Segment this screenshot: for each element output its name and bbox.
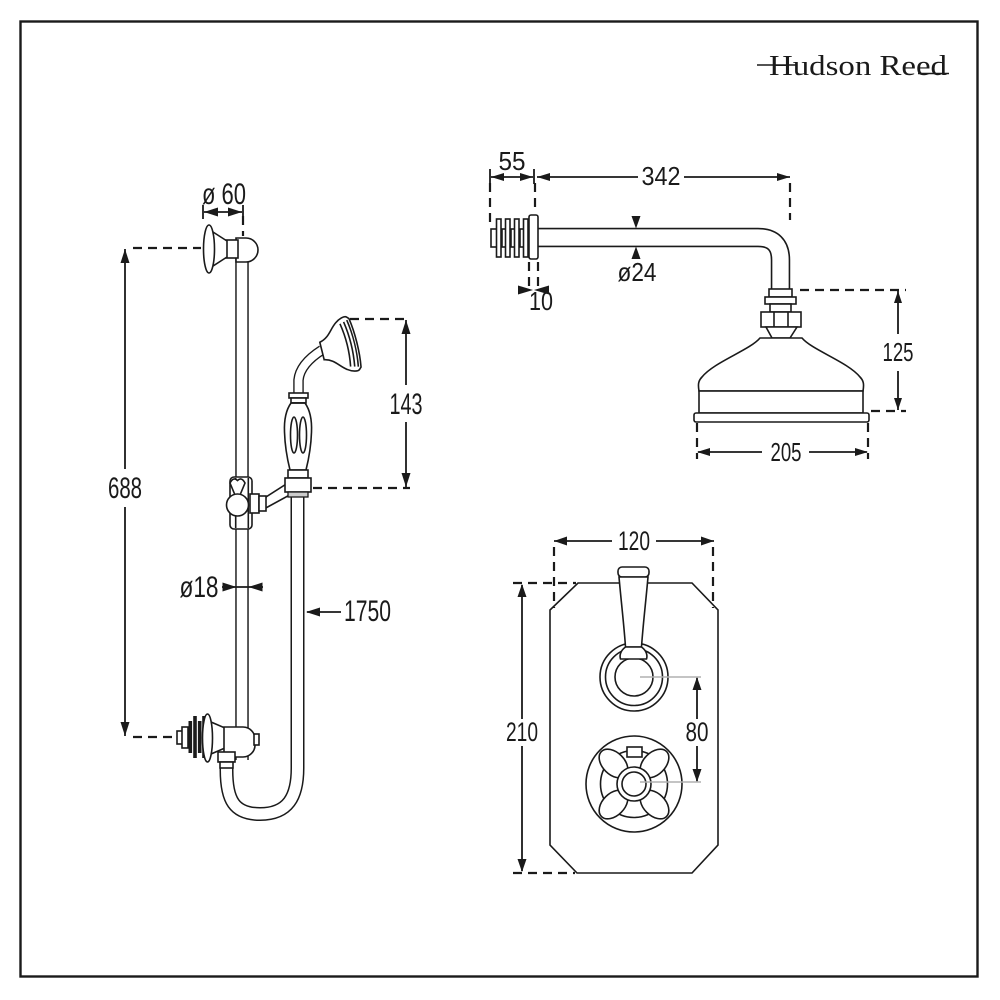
dim-label: 210 [506, 717, 538, 747]
page-border [19, 20, 979, 978]
dim-wall-plate-thickness: 10 [518, 262, 553, 316]
dim-handset-height: 143 [313, 317, 423, 490]
head-rim [693, 412, 870, 423]
dim-arm-length: 342 [537, 161, 792, 220]
dim-label: 1750 [344, 595, 391, 628]
dim-label: 55 [499, 146, 526, 176]
crosshead-control [585, 735, 683, 833]
dim-label: 205 [771, 437, 802, 467]
brand-logo-text: Hudson Reed [769, 50, 948, 82]
dim-label: ø 60 [202, 178, 246, 211]
dim-bracket-flange-diameter: ø 60 [202, 178, 246, 236]
fixed-shower-head [693, 337, 870, 423]
handset-neck-tube [293, 345, 325, 398]
bottom-wall-bracket [176, 713, 260, 769]
slide-rail-kit-drawing: ø 60 688 143 ø18 [108, 178, 423, 822]
dim-label: ø18 [180, 571, 219, 604]
clamp-lever [229, 478, 246, 504]
handset-head [318, 315, 362, 372]
dim-label: 342 [642, 161, 681, 191]
diverter-lever-control [599, 566, 669, 712]
head-connector [760, 288, 802, 339]
handset-shower [283, 315, 362, 498]
clamp-knob [225, 493, 250, 517]
dim-wall-thread-length: 55 [488, 146, 537, 222]
handle-slot [289, 416, 299, 454]
dim-rail-diameter: ø18 [180, 571, 263, 604]
head-band [698, 390, 864, 414]
wall-plate [528, 214, 539, 260]
handle-slot [298, 416, 308, 454]
wall-fitting [490, 214, 539, 260]
crosshead-tab [626, 746, 643, 758]
fixed-shower-head-drawing: 55 342 10 ø24 [488, 146, 914, 467]
dim-label: 143 [390, 388, 423, 421]
dim-plate-width: 120 [552, 526, 715, 608]
brand-logo: Hudson Reed [757, 50, 949, 82]
dim-arm-diameter: ø24 [618, 216, 657, 287]
shower-arm [538, 227, 791, 290]
dim-bracket-centres: 688 [108, 246, 201, 739]
dim-plate-height: 210 [506, 581, 576, 875]
connector-nut [760, 311, 802, 328]
lever-cap [617, 566, 650, 578]
shower-hose [219, 494, 305, 822]
dim-label: 10 [529, 286, 553, 316]
dim-handle-spacing: 80 [686, 677, 709, 782]
top-wall-bracket [202, 224, 259, 274]
dim-hose-length: 1750 [306, 595, 391, 628]
dim-head-diameter: 205 [695, 423, 870, 467]
dim-label: 688 [108, 472, 142, 505]
dim-label: 120 [618, 526, 650, 556]
dim-head-height: 125 [800, 288, 914, 413]
dim-label: 80 [686, 717, 709, 747]
dim-label: ø24 [618, 257, 657, 287]
handset-hose-nut [284, 477, 312, 493]
dim-label: 125 [883, 337, 914, 367]
thermostatic-valve-drawing: 120 210 80 [506, 526, 719, 875]
